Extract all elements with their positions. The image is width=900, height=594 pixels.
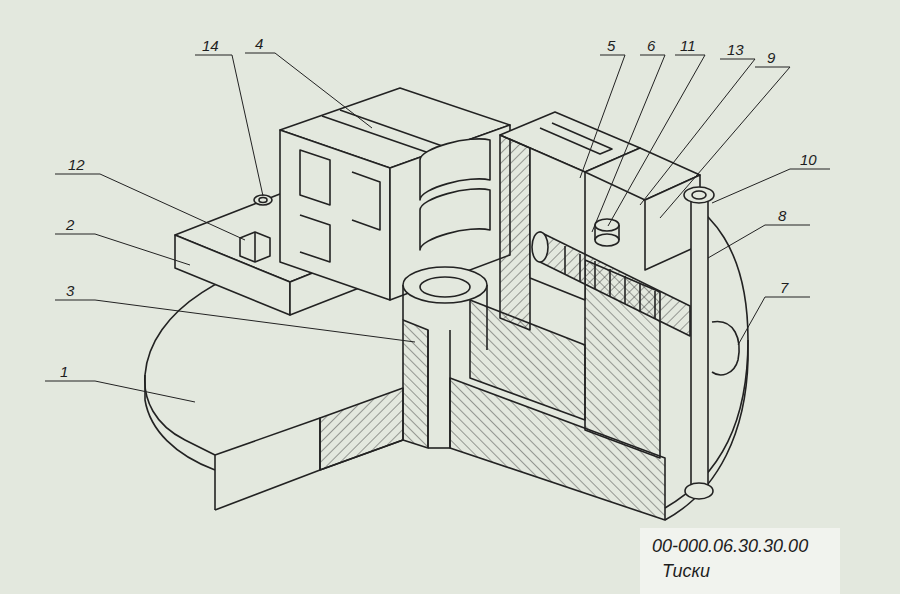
leader-lines	[45, 53, 830, 402]
callout-number: 4	[255, 35, 263, 52]
callout-number: 5	[607, 37, 615, 54]
callout-number: 3	[66, 282, 74, 299]
callout-number: 1	[60, 363, 68, 380]
drawing-title: Тиски	[662, 561, 710, 581]
callout-number: 7	[780, 279, 788, 296]
callout-number: 8	[778, 207, 786, 224]
callout-number: 2	[66, 216, 74, 233]
callout-number: 13	[727, 41, 744, 58]
callout-number: 10	[800, 151, 817, 168]
callout-number: 12	[68, 156, 85, 173]
drawing-code: 00-000.06.30.30.00	[652, 536, 808, 556]
vise-drawing	[145, 88, 748, 520]
callout-number: 11	[680, 37, 696, 54]
callout-number: 14	[202, 37, 219, 54]
callout-number: 9	[767, 49, 775, 66]
callout-number: 6	[647, 37, 655, 54]
stamp-patch	[640, 528, 840, 594]
